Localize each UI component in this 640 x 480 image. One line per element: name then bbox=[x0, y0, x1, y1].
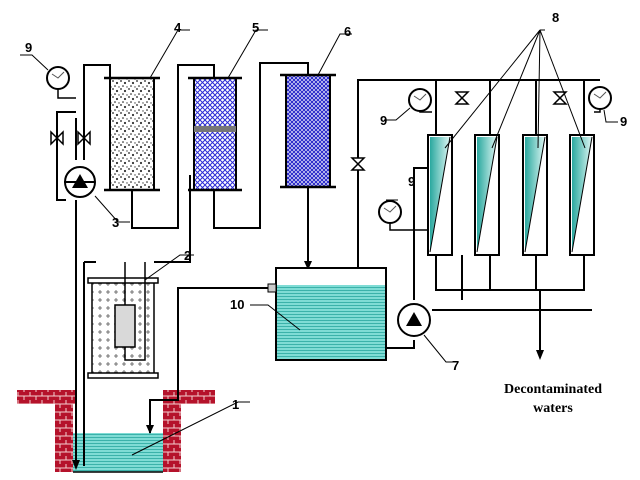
label-1: 1 bbox=[232, 397, 239, 412]
column-5 bbox=[188, 76, 242, 192]
well-right-wall bbox=[163, 400, 181, 472]
label-4: 4 bbox=[174, 20, 182, 35]
label-9-gauge-2: 9 bbox=[380, 113, 387, 128]
label-9-gauge-4: 9 bbox=[408, 174, 415, 189]
valve-left bbox=[50, 130, 64, 146]
membrane-modules bbox=[427, 134, 595, 256]
output-label-line-1: Decontaminated bbox=[504, 382, 602, 397]
output-label-line-2: waters bbox=[533, 401, 573, 416]
arrow-to-tank bbox=[304, 261, 312, 270]
gauge-1 bbox=[46, 66, 76, 99]
label-9-gauge-3: 9 bbox=[620, 114, 627, 129]
valve-feed bbox=[350, 157, 366, 171]
column-5-separator bbox=[194, 126, 236, 132]
filter-2 bbox=[87, 262, 159, 379]
column-6 bbox=[280, 73, 336, 189]
membrane-module-1 bbox=[427, 134, 453, 256]
leader-lines bbox=[20, 29, 618, 456]
gauge-3 bbox=[588, 86, 612, 113]
pipes bbox=[56, 62, 600, 466]
label-3: 3 bbox=[112, 215, 119, 230]
arrow-to-well-1 bbox=[72, 460, 80, 470]
arrow-outlet bbox=[536, 350, 544, 360]
valve-top-2 bbox=[552, 91, 568, 105]
label-6: 6 bbox=[344, 24, 351, 39]
valve-top-1 bbox=[454, 91, 470, 105]
label-8: 8 bbox=[552, 10, 559, 25]
label-2: 2 bbox=[184, 248, 191, 263]
well-left-wall bbox=[55, 400, 73, 472]
label-7: 7 bbox=[452, 358, 459, 373]
membrane-module-4 bbox=[569, 134, 595, 256]
tank-10 bbox=[267, 267, 387, 361]
filter-cartridge bbox=[114, 304, 136, 348]
label-9-gauge-1: 9 bbox=[25, 40, 32, 55]
tank-water bbox=[277, 285, 385, 359]
well bbox=[17, 390, 215, 473]
valve-right bbox=[77, 130, 91, 146]
membrane-module-3 bbox=[522, 134, 548, 256]
arrow-to-well-2 bbox=[146, 425, 154, 434]
gauge-2 bbox=[408, 88, 432, 113]
pump-7 bbox=[397, 303, 431, 337]
label-5: 5 bbox=[252, 20, 259, 35]
gauge-4 bbox=[378, 200, 428, 231]
pump-3 bbox=[64, 166, 96, 198]
well-water bbox=[73, 433, 163, 472]
label-10: 10 bbox=[230, 297, 244, 312]
membrane-module-2 bbox=[474, 134, 500, 256]
column-4 bbox=[104, 76, 160, 192]
